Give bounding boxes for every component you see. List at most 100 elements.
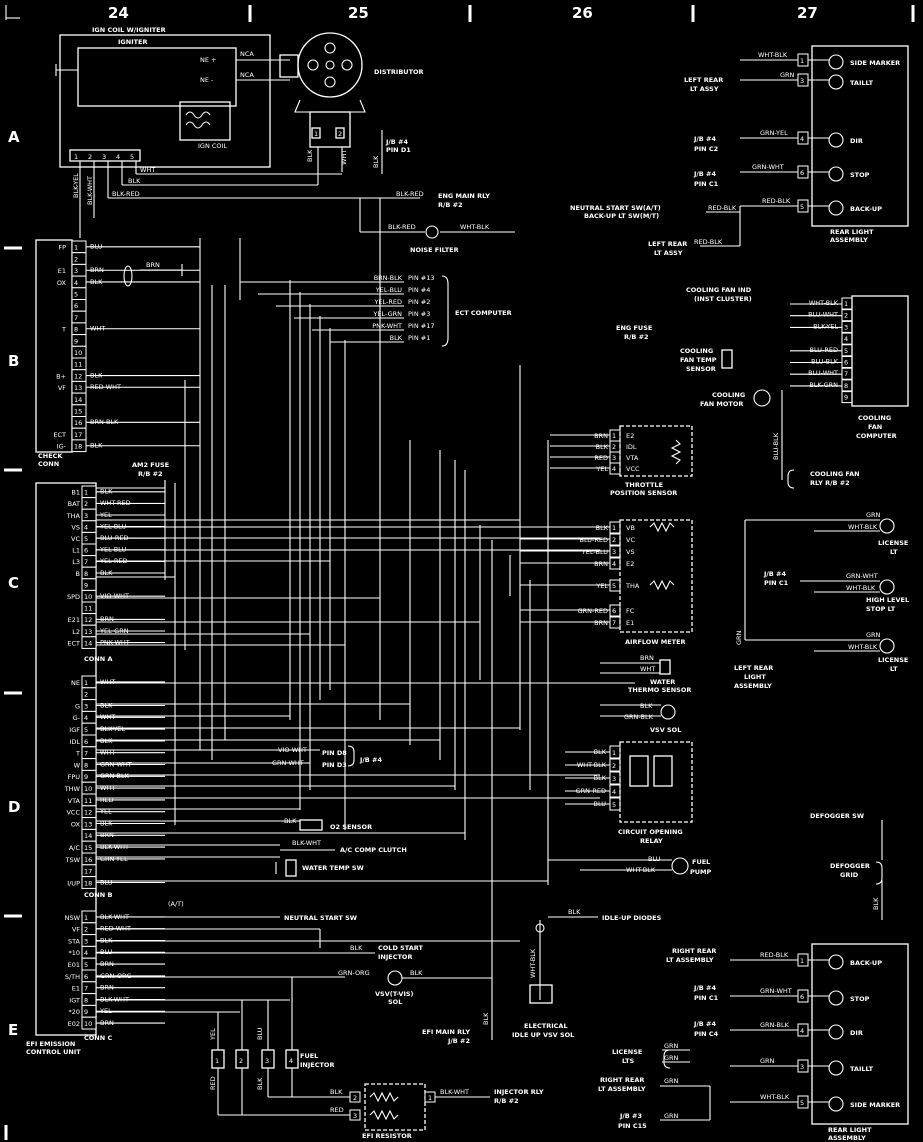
svg-text:NEUTRAL START SW(A/T): NEUTRAL START SW(A/T) [570, 204, 661, 212]
svg-text:GRN: GRN [735, 630, 743, 645]
cooling-pin-number: 4 [844, 335, 848, 343]
svg-text:WHT-BLK: WHT-BLK [846, 584, 876, 592]
check-conn-pin-number: 1 [74, 244, 78, 252]
airflow-pin-wire: YEL [595, 582, 608, 590]
cooling-pin-number: 5 [844, 347, 848, 355]
igniter-label: IGNITER [118, 38, 148, 46]
check-conn-pin-number: 3 [74, 267, 78, 275]
conn-b-pin-number: 15 [84, 844, 92, 852]
rear-bottom-pin-wire: RED-BLK [760, 951, 789, 959]
svg-text:ASSEMBLY: ASSEMBLY [830, 236, 868, 244]
conn-c-pin-number: 4 [84, 949, 88, 957]
svg-text:PIN C15: PIN C15 [618, 1122, 647, 1130]
conn-a-pin-name: L2 [72, 628, 80, 636]
svg-text:LEFT REAR: LEFT REAR [648, 240, 687, 248]
rear-bottom-pin-wire: GRN-WHT [760, 987, 792, 995]
rear-top-pin-wire: WHT-BLK [758, 51, 788, 59]
conn-c-pin-number: 2 [84, 926, 88, 934]
airflow-pin-name: THA [625, 582, 640, 590]
svg-text:WHT-BLK: WHT-BLK [460, 223, 490, 231]
cooling-pin-wire: BLU-RED [810, 346, 839, 354]
svg-text:J/B #4: J/B #4 [693, 135, 716, 143]
check-conn-pin-name: T [61, 326, 66, 334]
rear-bottom-pin-number: 5 [800, 1099, 804, 1107]
conn-a-pin-name: VS [71, 523, 80, 531]
svg-text:GRID: GRID [840, 871, 859, 879]
rear-top-lamp-label: BACK-UP [850, 205, 882, 213]
conn-a-pin-number: 12 [84, 616, 92, 624]
throttle-pin-wire: RED [594, 454, 608, 462]
svg-text:BLK: BLK [128, 177, 141, 185]
svg-text:BLK-WHT: BLK-WHT [440, 1088, 469, 1096]
ect-pin-number: PIN #1 [408, 334, 430, 342]
svg-text:2: 2 [353, 1094, 357, 1102]
conn-b-pin-number: 6 [84, 738, 88, 746]
conn-c-pin-name: E1 [72, 985, 80, 993]
svg-text:RED-BLK: RED-BLK [694, 238, 723, 246]
conn-c-pin-number: 1 [84, 914, 88, 922]
water-thermo-sensor: BRN WHT WATER THERMO SENSOR [600, 654, 691, 694]
ect-pin-number: PIN #17 [408, 322, 434, 330]
svg-text:1: 1 [428, 1094, 432, 1102]
check-conn-pin-number: 10 [74, 349, 82, 357]
throttle-pin-wire: BLK [596, 443, 609, 451]
svg-text:RLY R/B #2: RLY R/B #2 [810, 479, 850, 487]
conn-a-pin-name: ECT [67, 639, 80, 647]
cooling-pin-wire: WHT-BLK [809, 299, 839, 307]
svg-text:J/B #3: J/B #3 [619, 1112, 642, 1120]
throttle-pin-number: 2 [612, 443, 616, 451]
distributor-label: DISTRIBUTOR [374, 68, 424, 76]
svg-text:ASSEMBLY: ASSEMBLY [734, 682, 772, 690]
svg-text:PIN C1: PIN C1 [694, 180, 719, 188]
ect-pin-number: PIN #3 [408, 310, 430, 318]
row-label-b: B [8, 352, 19, 370]
svg-text:BLK-RED: BLK-RED [396, 190, 424, 198]
svg-text:VSV SOL: VSV SOL [650, 726, 681, 734]
conn-b-pin-name: OX [71, 820, 81, 828]
svg-text:LT ASSEMBLY: LT ASSEMBLY [598, 1085, 646, 1093]
conn-c-pin-name: *10 [68, 949, 80, 957]
cooling-pin-wire: BLU-WHT [808, 369, 838, 377]
svg-text:LTS: LTS [622, 1057, 634, 1065]
svg-text:3: 3 [353, 1112, 357, 1120]
svg-text:4: 4 [289, 1057, 293, 1065]
check-conn-pin-number: 14 [74, 396, 82, 404]
conn-c-pin-name: NSW [65, 914, 81, 922]
rear-bottom-pin-wire: GRN-BLK [760, 1021, 790, 1029]
conn-a-pin-name: VC [71, 535, 80, 543]
svg-text:REAR LIGHT: REAR LIGHT [830, 228, 874, 236]
cooling-pin-number: 1 [844, 300, 848, 308]
svg-text:FAN MOTOR: FAN MOTOR [700, 400, 743, 408]
svg-text:VIO-WHT: VIO-WHT [278, 746, 307, 754]
svg-text:J/B #4: J/B #4 [763, 570, 786, 578]
efi-unit-label-2: CONTROL UNIT [26, 1048, 81, 1056]
rear-bottom-lamp-label: TAILLT [850, 1065, 874, 1073]
conn-a-pin-name: BAT [68, 500, 80, 508]
svg-text:GRN: GRN [866, 631, 881, 639]
check-conn-pin-number: 6 [74, 302, 78, 310]
svg-text:RIGHT REAR: RIGHT REAR [600, 1076, 644, 1084]
nca-label-2: NCA [240, 71, 254, 79]
conn-b-pin-name: IDL [69, 738, 80, 746]
svg-text:BLK: BLK [284, 817, 297, 825]
airflow-pin-wire: BRN [594, 560, 608, 568]
am2-fuse-line1: AM2 FUSE [132, 461, 169, 469]
conn-a-pin-number: 4 [84, 523, 88, 531]
conn-c-label: CONN C [84, 1034, 112, 1042]
svg-text:1: 1 [314, 130, 318, 138]
conn-b-pin-number: 2 [84, 691, 88, 699]
svg-text:SENSOR: SENSOR [686, 365, 716, 373]
svg-text:O2 SENSOR: O2 SENSOR [330, 823, 372, 831]
ect-computer-label: ECT COMPUTER [455, 309, 512, 317]
check-conn-pin-name: OX [57, 279, 67, 287]
cooling-pin-number: 9 [844, 394, 848, 402]
airflow-pin-name: E1 [626, 619, 634, 627]
conn-b-pin-number: 10 [84, 785, 92, 793]
svg-text:THERMO SENSOR: THERMO SENSOR [628, 686, 691, 694]
conn-b-pin-name: FPU [68, 773, 81, 781]
conn-b-pin-number: 13 [84, 820, 92, 828]
svg-text:WHT-BLK: WHT-BLK [848, 523, 878, 531]
